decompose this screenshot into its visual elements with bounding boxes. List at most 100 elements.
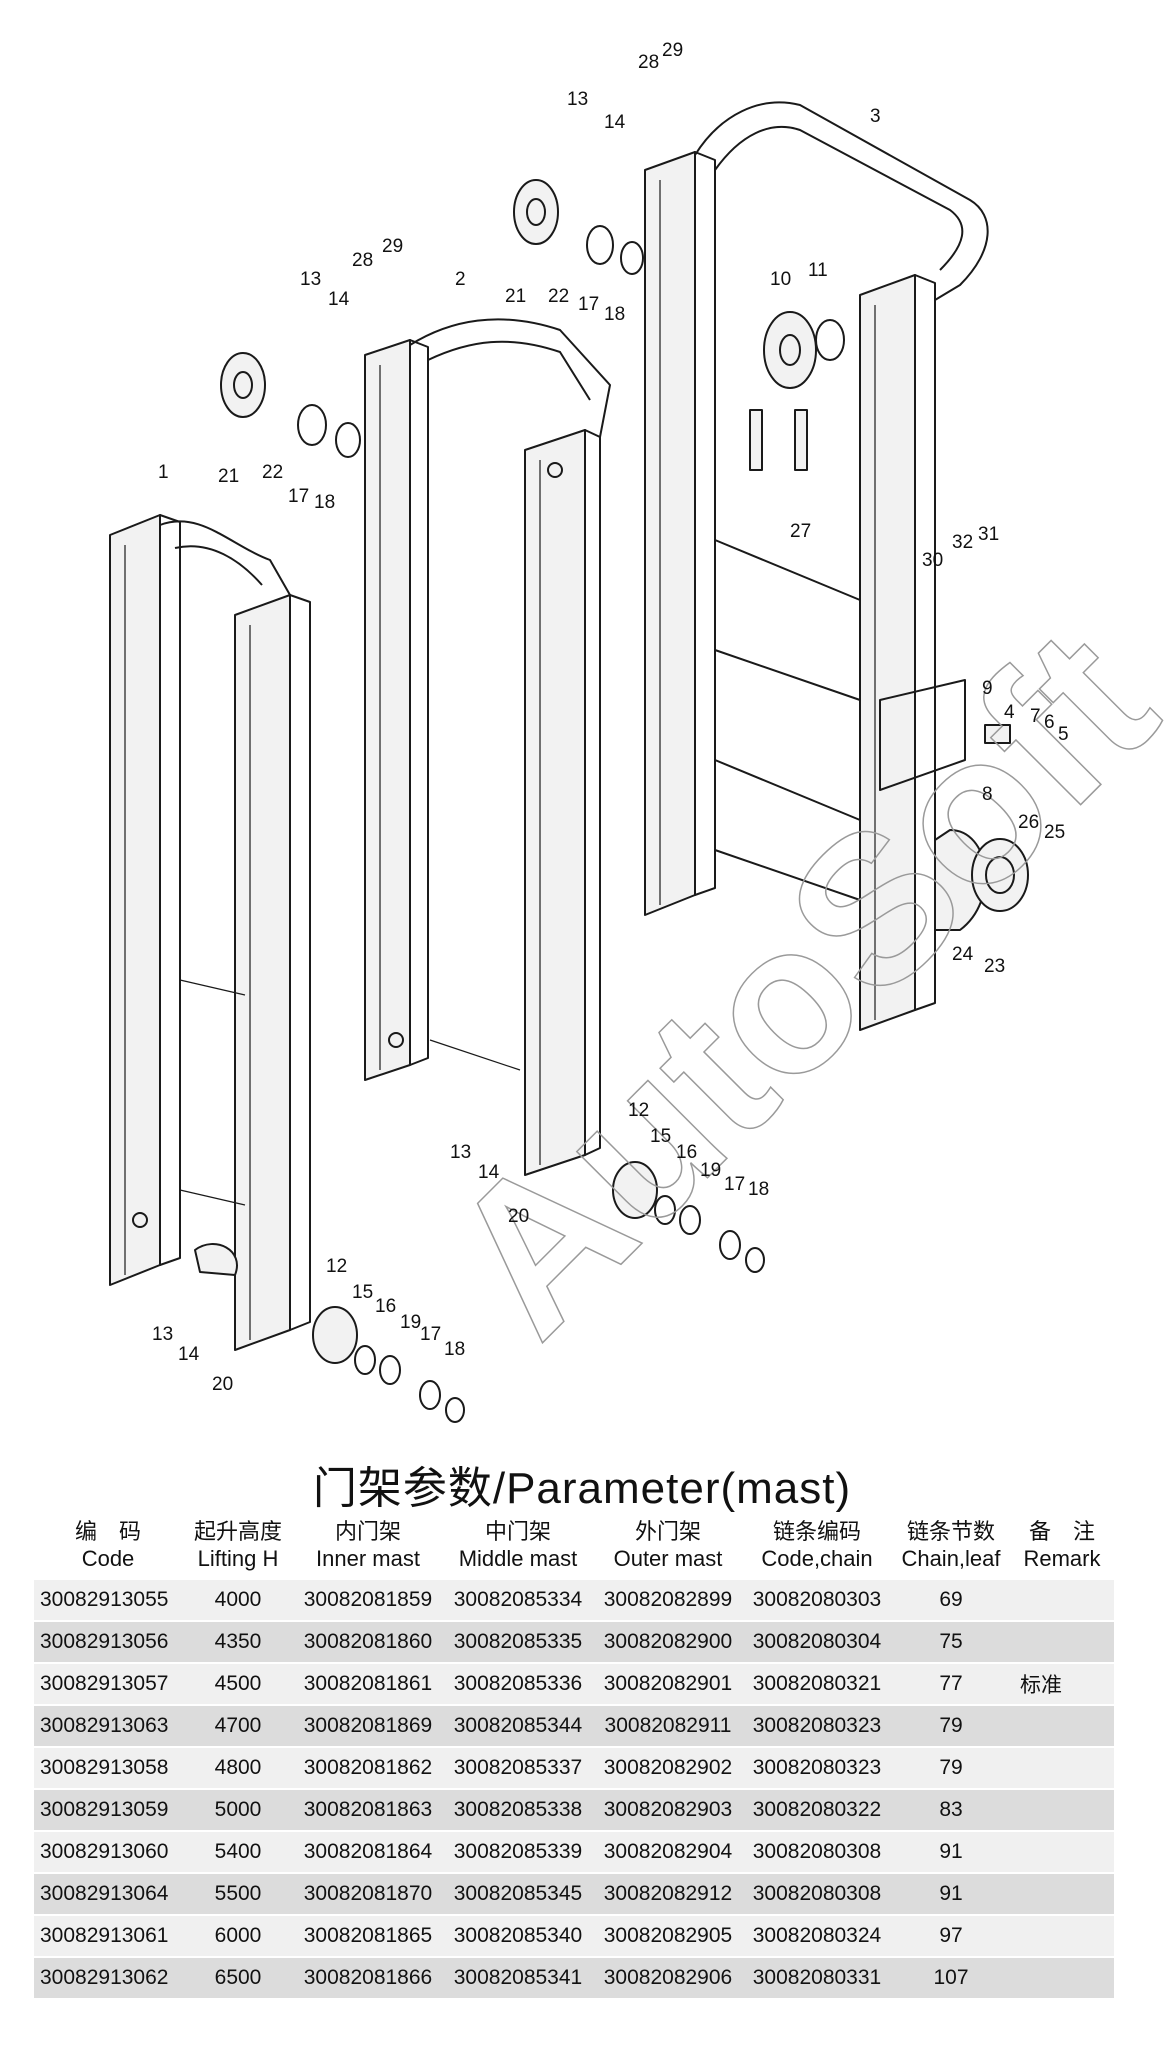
callout-label: 14 bbox=[478, 1162, 500, 1183]
callout-label: 16 bbox=[676, 1142, 697, 1163]
column-header-en: Code bbox=[81, 1546, 135, 1571]
table-cell bbox=[1010, 1915, 1114, 1958]
outer-mast-part-3 bbox=[644, 101, 989, 1031]
rollers-and-hardware bbox=[220, 179, 1029, 1423]
callout-label: 23 bbox=[984, 956, 1005, 977]
table-cell: 30082085336 bbox=[442, 1663, 594, 1706]
callout-label: 19 bbox=[700, 1160, 721, 1181]
table-cell: 30082081866 bbox=[294, 1957, 442, 2000]
table-cell: 91 bbox=[892, 1873, 1010, 1916]
table-cell: 30082085339 bbox=[442, 1831, 594, 1874]
column-header-cn: 链条编码 bbox=[772, 1519, 861, 1544]
table-cell: 5400 bbox=[182, 1831, 294, 1874]
middle-mast-part-2 bbox=[364, 318, 611, 1176]
table-cell: 30082080331 bbox=[742, 1957, 892, 2000]
table-cell: 30082913061 bbox=[34, 1915, 182, 1958]
callout-label: 30 bbox=[922, 550, 943, 571]
table-cell: 30082081870 bbox=[294, 1873, 442, 1916]
callout-label: 15 bbox=[352, 1282, 373, 1303]
callout-label: 25 bbox=[1044, 822, 1065, 843]
table-cell: 30082080308 bbox=[742, 1873, 892, 1916]
callout-label: 21 bbox=[505, 286, 526, 307]
table-cell: 30082913059 bbox=[34, 1789, 182, 1832]
table-cell: 30082081864 bbox=[294, 1831, 442, 1874]
callout-label: 29 bbox=[662, 40, 683, 61]
table-cell: 83 bbox=[892, 1789, 1010, 1832]
callout-label: 13 bbox=[450, 1142, 471, 1163]
table-cell: 5500 bbox=[182, 1873, 294, 1916]
callout-label: 3 bbox=[870, 106, 881, 127]
mast-drawing: AutoSoft 1 2 3 4 5 6 7 8 9 10 11 12 12 1… bbox=[109, 40, 1164, 1423]
table-cell bbox=[1010, 1621, 1114, 1664]
table-cell: 79 bbox=[892, 1747, 1010, 1790]
callout-label: 20 bbox=[212, 1374, 233, 1395]
table-cell bbox=[1010, 1873, 1114, 1916]
table-cell bbox=[1010, 1747, 1114, 1790]
table-cell: 30082913058 bbox=[34, 1747, 182, 1790]
watermark-text: AutoSoft bbox=[404, 585, 1164, 1378]
callout-label: 10 bbox=[770, 269, 791, 290]
inner-mast-part-1 bbox=[109, 514, 311, 1351]
callout-label: 1 bbox=[158, 462, 169, 483]
part-callouts: 1 2 3 4 5 6 7 8 9 10 11 12 12 13 13 13 1… bbox=[152, 40, 1069, 1395]
table-cell: 30082080323 bbox=[742, 1705, 892, 1748]
column-header-en: Inner mast bbox=[316, 1546, 420, 1571]
callout-label: 11 bbox=[808, 260, 828, 281]
table-cell: 5000 bbox=[182, 1789, 294, 1832]
table-cell: 79 bbox=[892, 1705, 1010, 1748]
table-cell: 30082082904 bbox=[594, 1831, 742, 1874]
table-cell: 77 bbox=[892, 1663, 1010, 1706]
table-cell: 30082080308 bbox=[742, 1831, 892, 1874]
table-cell: 69 bbox=[892, 1578, 1010, 1622]
callout-label: 2 bbox=[455, 269, 466, 290]
column-header-cn: 中门架 bbox=[484, 1519, 551, 1544]
table-cell: 30082082906 bbox=[594, 1957, 742, 2000]
table-cell: 30082081861 bbox=[294, 1663, 442, 1706]
table-cell: 30082081865 bbox=[294, 1915, 442, 1958]
column-header-cn: 起升高度 bbox=[193, 1519, 282, 1544]
table-cell bbox=[1010, 1705, 1114, 1748]
callout-label: 31 bbox=[978, 524, 999, 545]
table-cell: 30082913062 bbox=[34, 1957, 182, 2000]
callout-label: 18 bbox=[444, 1339, 465, 1360]
table-cell bbox=[1010, 1957, 1114, 2000]
table-cell: 30082080303 bbox=[742, 1578, 892, 1622]
table-cell: 30082913055 bbox=[34, 1578, 182, 1622]
callout-label: 13 bbox=[300, 269, 321, 290]
callout-label: 17 bbox=[578, 294, 599, 315]
table-cell bbox=[1010, 1831, 1114, 1874]
table-cell: 30082082912 bbox=[594, 1873, 742, 1916]
table-cell: 30082913056 bbox=[34, 1621, 182, 1664]
exploded-mast-diagram: AutoSoft 1 2 3 4 5 6 7 8 9 10 11 12 12 1… bbox=[109, 40, 1164, 1423]
callout-label: 9 bbox=[982, 678, 993, 699]
callout-label: 17 bbox=[288, 486, 309, 507]
table-cell: 4800 bbox=[182, 1747, 294, 1790]
table-cell: 4500 bbox=[182, 1663, 294, 1706]
table-cell: 30082082905 bbox=[594, 1915, 742, 1958]
table-cell: 91 bbox=[892, 1831, 1010, 1874]
callout-label: 20 bbox=[508, 1206, 529, 1227]
column-header-en: Lifting H bbox=[197, 1546, 279, 1571]
table-cell: 30082082901 bbox=[594, 1663, 742, 1706]
table-cell: 30082082903 bbox=[594, 1789, 742, 1832]
callout-label: 29 bbox=[382, 236, 403, 257]
column-header-en: Chain,leaf bbox=[901, 1546, 1001, 1571]
table-cell: 30082080322 bbox=[742, 1789, 892, 1832]
column-header-cn: 编 码 bbox=[74, 1519, 141, 1544]
callout-label: 28 bbox=[638, 52, 659, 73]
callout-label: 14 bbox=[604, 112, 626, 133]
column-header-cn: 外门架 bbox=[634, 1519, 701, 1544]
table-cell: 4350 bbox=[182, 1621, 294, 1664]
